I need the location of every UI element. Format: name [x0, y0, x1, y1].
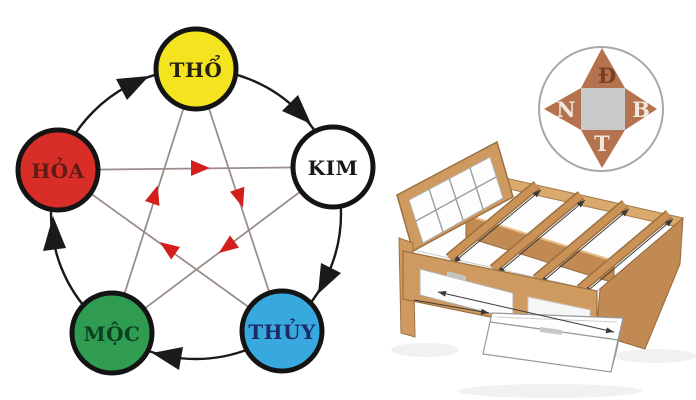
node-circle-moc [69, 290, 155, 376]
node-label-thuy: THỦY [248, 316, 316, 344]
arrowhead-moc-to-hoa [43, 216, 66, 251]
dimension-arrow [583, 218, 674, 295]
drawer-shadow [458, 384, 642, 398]
bed-shadow-left [391, 343, 459, 357]
pulled-drawer [437, 290, 624, 373]
compass-rose: Đ B T N [538, 46, 664, 172]
closed-drawer-handle [447, 271, 466, 281]
node-circle-hoa [15, 127, 101, 213]
element-node-hoa: HỎA [15, 127, 101, 213]
bed-foot-face [595, 216, 684, 350]
generating-cycle-arrowheads [43, 76, 341, 370]
arrowhead-tho-to-kim [282, 95, 311, 124]
bed-illustration [391, 140, 696, 398]
drawer-dimension-arrow [437, 290, 615, 334]
compass-letter-south: N [556, 97, 575, 122]
node-circle-thuy [239, 288, 325, 374]
arrowhead-hoa-to-tho [116, 76, 149, 100]
node-label-hoa: HỎA [31, 155, 84, 183]
compass-letter-west: T [594, 131, 610, 156]
dimension-lines [452, 189, 674, 295]
node-label-moc: MỘC [84, 320, 141, 346]
node-circle-kim [290, 124, 376, 210]
element-node-kim: KIM [290, 124, 376, 210]
arrowhead-thuy-to-moc [152, 347, 183, 370]
node-circle-tho [153, 26, 239, 112]
bed-shadow-right [613, 349, 696, 363]
node-label-tho: THỔ [170, 53, 223, 82]
compass-letter-north: B [632, 97, 650, 122]
compass-center-square [581, 88, 625, 130]
arrowhead-moc-to-tho [145, 185, 160, 206]
arrowhead-hoa-to-kim [191, 160, 210, 176]
five-elements-diagram: THỔ KIM THỦY MỘC HỎA [15, 26, 376, 376]
element-node-thuy: THỦY [239, 288, 325, 374]
arrowhead-thuy-to-hoa [159, 242, 180, 260]
drawer-side-face [610, 317, 624, 373]
compass-letter-east: Đ [598, 63, 616, 88]
arrowhead-tho-to-thuy [230, 186, 245, 208]
overcoming-cycle-arrowheads [145, 160, 245, 260]
element-node-tho: THỔ [153, 26, 239, 112]
node-label-kim: KIM [308, 156, 358, 180]
arrowhead-kim-to-thuy [318, 263, 341, 294]
element-node-moc: MỘC [69, 290, 155, 376]
arrowhead-kim-to-moc [218, 235, 239, 253]
